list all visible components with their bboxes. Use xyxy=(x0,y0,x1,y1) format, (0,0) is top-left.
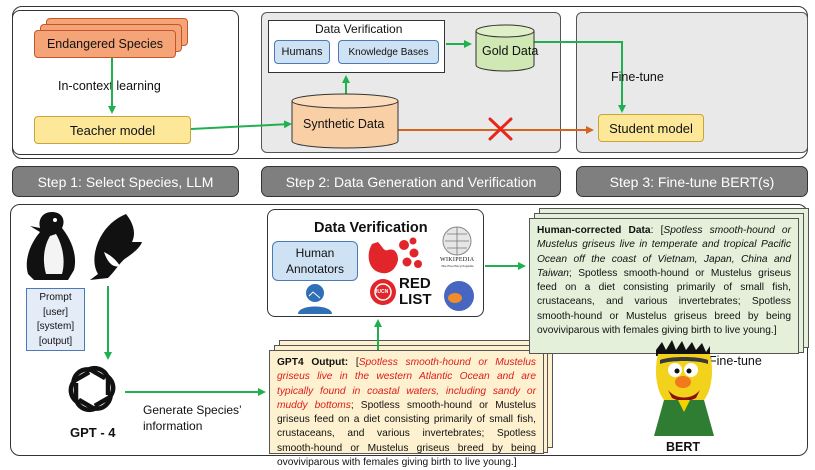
arrow-teacher-to-synthetic xyxy=(190,120,292,130)
human-corrected-label: Human-corrected Data xyxy=(537,225,651,236)
verification-logos-layer xyxy=(298,226,474,314)
synthetic-data-cylinder-icon xyxy=(291,93,399,149)
gold-data-label: Gold Data xyxy=(482,44,539,58)
bert-character-icon xyxy=(654,340,714,436)
student-model-label: Student model xyxy=(609,120,693,136)
knowledge-bases-box: Knowledge Bases xyxy=(338,40,439,64)
red-list-line2: LIST xyxy=(399,291,432,308)
arrow-gold-to-student xyxy=(532,41,626,113)
teacher-model-label: Teacher model xyxy=(69,122,156,138)
step3-banner: Step 3: Fine-tune BERT(s) xyxy=(576,166,808,197)
student-model-box: Student model xyxy=(598,114,704,142)
generate-species-label: Generate Species’ information xyxy=(143,403,242,433)
gpt4-label: GPT - 4 xyxy=(70,425,116,440)
step3-label: Step 3: Fine-tune BERT(s) xyxy=(609,173,775,190)
gpt4-output-label: GPT4 Output: xyxy=(277,357,349,368)
wikipedia-label: WIKIPEDIA xyxy=(440,257,475,263)
fine-tune-label-bottom: Fine-tune xyxy=(709,354,762,368)
human-corrected-sep: : [ xyxy=(650,225,664,236)
prompt-line: Prompt xyxy=(39,292,72,303)
gpt4-output-open: [ xyxy=(355,357,359,368)
human-corrected-card: Human-corrected Data: [Spotless smooth-h… xyxy=(529,218,799,354)
step2-label: Step 2: Data Generation and Verification xyxy=(285,173,537,190)
step1-banner: Step 1: Select Species, LLM xyxy=(12,166,239,197)
iucn-label: IUCN xyxy=(376,289,389,295)
in-context-learning-label: In-context learning xyxy=(58,79,161,93)
wikipedia-globe-icon xyxy=(442,226,472,256)
red-blob-logo-icon xyxy=(368,237,422,274)
rejection-cross-icon xyxy=(488,117,513,141)
knowledge-bases-label: Knowledge Bases xyxy=(348,46,429,58)
endangered-species-card: Endangered Species xyxy=(34,30,176,58)
step2-banner: Step 2: Data Generation and Verification xyxy=(261,166,561,197)
red-list-line1: RED xyxy=(399,275,431,292)
teacher-model-box: Teacher model xyxy=(34,116,191,144)
bert-label: BERT xyxy=(666,440,701,454)
human-corrected-rest-text: ; Spotless smooth-hound or Mustelus gris… xyxy=(537,267,791,337)
step1-label: Step 1: Select Species, LLM xyxy=(37,173,214,190)
synthetic-data-label: Synthetic Data xyxy=(303,117,385,131)
gpt4-output-wrong-text: Spotless smooth-hound or Mustelus griseu… xyxy=(277,357,536,411)
globe-fish-icon xyxy=(444,281,474,311)
iucn-logo-icon xyxy=(370,279,396,305)
human-annotators-label: Human Annotators xyxy=(285,246,345,276)
person-icon xyxy=(298,284,332,314)
prompt-box: Prompt [user] [system] [output] xyxy=(26,288,85,351)
human-annotators-box: Human Annotators xyxy=(272,241,358,281)
gold-data-cylinder-icon xyxy=(475,24,535,72)
human-corrected-fixed-text: Spotless smooth-hound or Mustelus griseu… xyxy=(537,225,791,279)
wikipedia-sublabel: The Free Encyclopedia xyxy=(441,264,474,268)
prompt-line: [output] xyxy=(38,335,73,347)
fine-tune-label-top: Fine-tune xyxy=(611,70,664,84)
top-arrows-layer xyxy=(108,24,626,149)
data-verification-title-top: Data Verification xyxy=(315,22,403,36)
data-verification-title-bottom: Data Verification xyxy=(314,220,428,236)
shark-icon xyxy=(90,214,142,280)
gpt4-output-card: GPT4 Output: [Spotless smooth-hound or M… xyxy=(269,350,544,468)
penguin-icon xyxy=(26,212,76,280)
openai-logo-icon xyxy=(68,366,116,412)
endangered-species-label: Endangered Species xyxy=(46,37,164,51)
prompt-line: [user] xyxy=(42,306,68,318)
humans-box: Humans xyxy=(274,40,330,64)
prompt-line: [system] xyxy=(36,321,75,332)
humans-label: Humans xyxy=(281,46,323,58)
